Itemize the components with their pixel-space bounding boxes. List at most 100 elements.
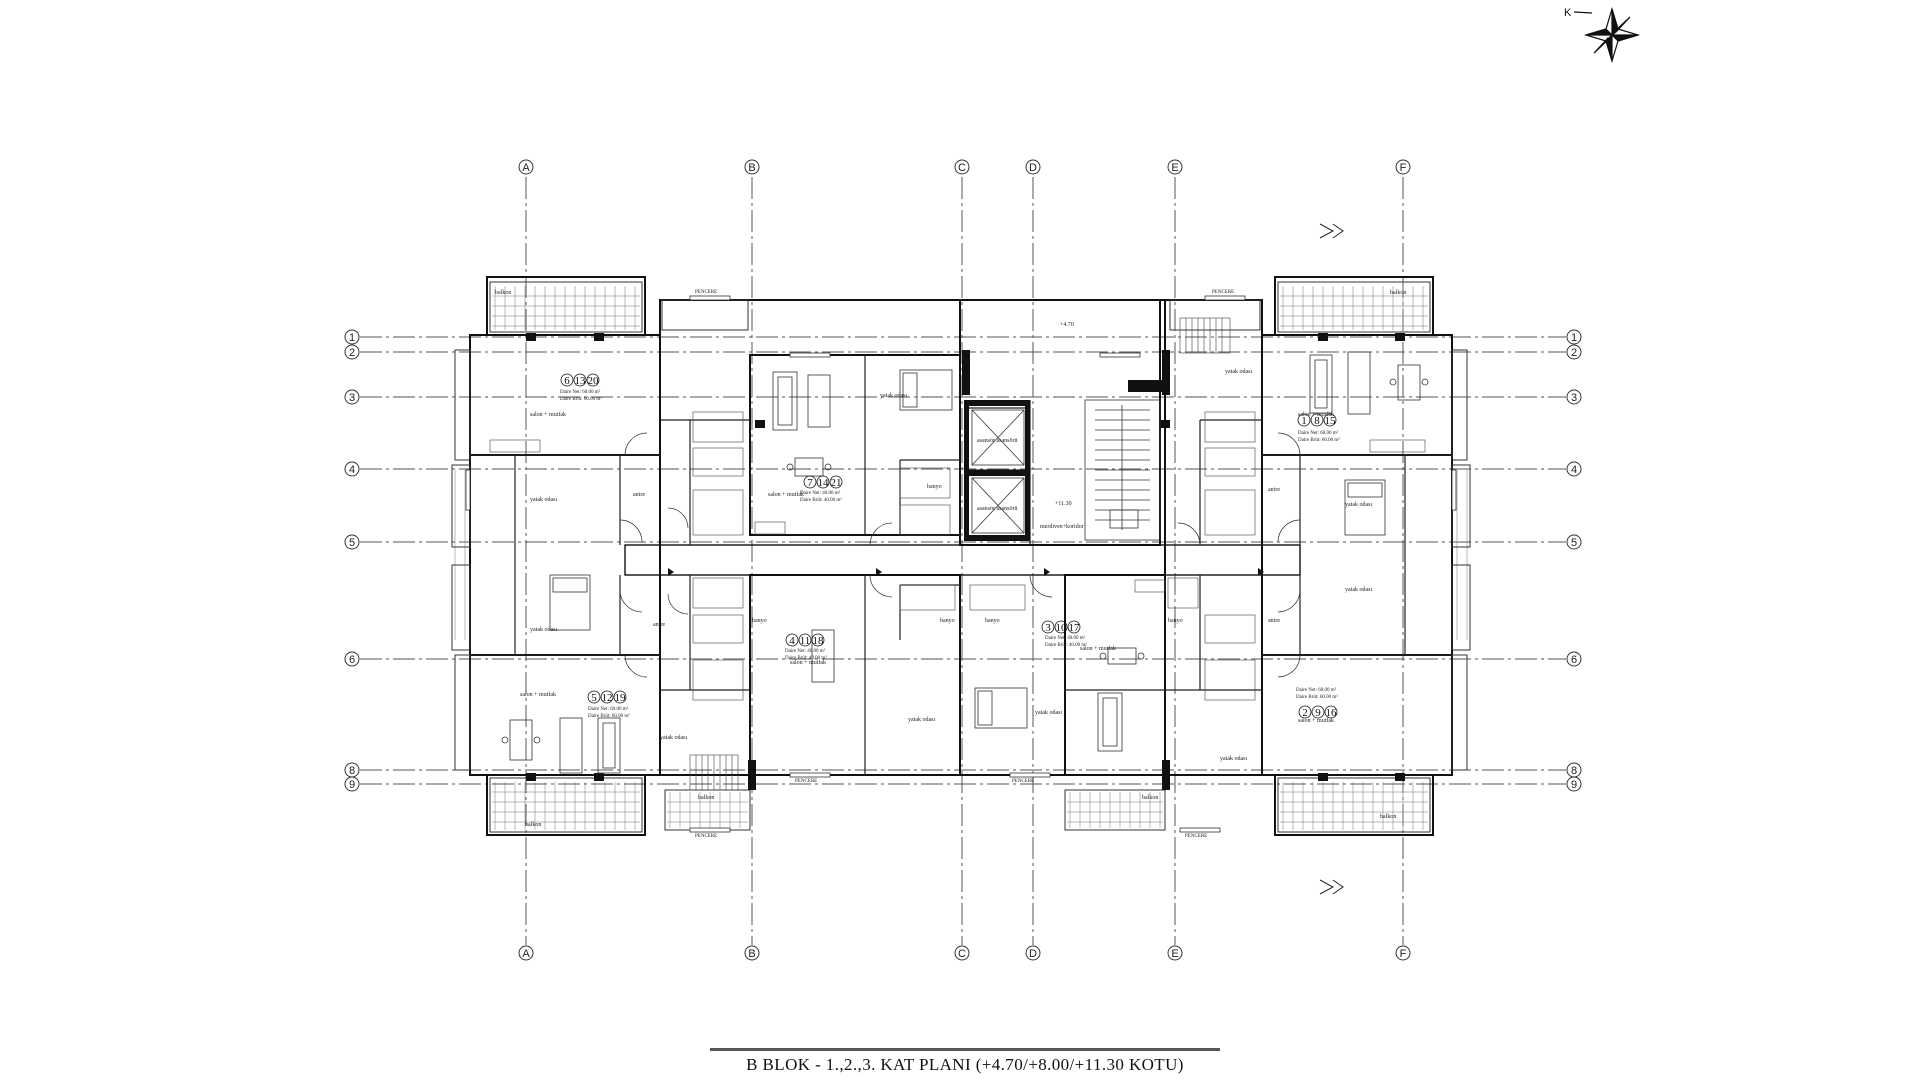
svg-text:E: E <box>1171 162 1178 174</box>
svg-text:Daire Brüt: 40.00 m²: Daire Brüt: 40.00 m² <box>800 497 842 503</box>
svg-text:Daire Net: 60.00 m²: Daire Net: 60.00 m² <box>560 389 601 395</box>
svg-text:balkon: balkon <box>495 290 511 296</box>
unit-5-12-19: 5 12 19 Daire Net: 60.00 m² Daire Brüt: … <box>587 690 630 719</box>
svg-text:8: 8 <box>349 765 355 777</box>
svg-text:C: C <box>958 948 966 960</box>
svg-text:yatak odası: yatak odası <box>1345 587 1372 593</box>
svg-text:4: 4 <box>349 464 355 476</box>
svg-text:salon + mutfak: salon + mutfak <box>1080 645 1116 652</box>
svg-text:4: 4 <box>789 635 795 647</box>
svg-text:5: 5 <box>349 537 355 549</box>
svg-text:Daire Net: 40.00 m²: Daire Net: 40.00 m² <box>1045 635 1086 641</box>
svg-text:Daire Brüt: 60.00 m²: Daire Brüt: 60.00 m² <box>588 713 630 719</box>
svg-text:antre: antre <box>1268 618 1280 624</box>
drawing-title: B BLOK - 1.,2.,3. KAT PLANI (+4.70/+8.00… <box>710 1048 1220 1075</box>
svg-text:PENCERE: PENCERE <box>695 834 717 839</box>
svg-text:2: 2 <box>1571 347 1577 359</box>
svg-text:PENCERE: PENCERE <box>1212 290 1234 295</box>
svg-text:16: 16 <box>1326 707 1338 719</box>
grid-bubbles-right: 1 2 3 4 5 6 8 9 <box>1566 329 1582 792</box>
svg-text:D: D <box>1029 948 1037 960</box>
svg-text:yatak odası: yatak odası <box>880 393 907 399</box>
balcony-hatch <box>454 286 1468 830</box>
grid-bubbles-top: A B C D E F <box>518 159 1411 175</box>
svg-text:yatak odası: yatak odası <box>908 717 935 723</box>
north-arrow-icon: K <box>1564 6 1641 64</box>
svg-text:PENCERE: PENCERE <box>795 779 817 784</box>
svg-text:7: 7 <box>807 477 813 489</box>
svg-text:balkon: balkon <box>1390 290 1406 296</box>
svg-text:salon + mutfak: salon + mutfak <box>790 659 826 666</box>
svg-text:2: 2 <box>349 347 355 359</box>
staircase <box>1084 399 1161 541</box>
fixtures <box>489 411 1426 701</box>
svg-text:E: E <box>1171 948 1178 960</box>
svg-text:6: 6 <box>1571 654 1577 666</box>
svg-text:18: 18 <box>813 635 825 647</box>
svg-text:banyo: banyo <box>752 618 767 624</box>
svg-text:4: 4 <box>1571 464 1577 476</box>
svg-text:B: B <box>748 162 755 174</box>
section-mark-bottom <box>1319 879 1344 895</box>
structural-columns <box>526 333 1405 790</box>
svg-text:salon + mutfak: salon + mutfak <box>520 691 556 698</box>
svg-text:Daire Brüt: 60.00 m²: Daire Brüt: 60.00 m² <box>560 396 602 402</box>
svg-text:1: 1 <box>1301 415 1307 427</box>
corridor-arrows <box>668 568 1264 576</box>
svg-text:5: 5 <box>591 692 597 704</box>
svg-text:antre: antre <box>633 492 645 498</box>
svg-text:1: 1 <box>349 332 355 344</box>
svg-text:C: C <box>958 162 966 174</box>
svg-text:balkon: balkon <box>1142 795 1158 801</box>
unit-3-10-17: 3 10 17 Daire Net: 40.00 m² Daire Brüt: … <box>1041 620 1087 648</box>
svg-text:5: 5 <box>1571 537 1577 549</box>
svg-text:B: B <box>748 948 755 960</box>
furniture <box>501 351 1429 774</box>
grid-lines-vertical <box>525 177 1404 945</box>
svg-text:merdiven+koridor: merdiven+koridor <box>1040 524 1084 530</box>
svg-text:6: 6 <box>349 654 355 666</box>
grid-bubbles-bottom: A B C D E F <box>518 945 1411 961</box>
svg-text:9: 9 <box>1571 779 1577 791</box>
svg-text:salon + mutfak: salon + mutfak <box>530 411 566 418</box>
svg-text:3: 3 <box>1045 622 1051 634</box>
svg-text:banyo: banyo <box>985 618 1000 624</box>
door-swings <box>619 432 1301 678</box>
outer-walls <box>469 276 1453 836</box>
svg-text:balkon: balkon <box>525 822 541 828</box>
svg-text:balkon: balkon <box>698 795 714 801</box>
svg-text:salon + mutfak: salon + mutfak <box>1298 717 1334 724</box>
svg-text:14: 14 <box>818 477 830 489</box>
svg-text:asansör asansörü: asansör asansörü <box>977 506 1018 512</box>
svg-text:K: K <box>1564 7 1572 19</box>
svg-text:Daire Brüt: 40.00 m²: Daire Brüt: 40.00 m² <box>785 655 827 661</box>
svg-text:A: A <box>522 162 530 174</box>
svg-text:8: 8 <box>1571 765 1577 777</box>
svg-text:21: 21 <box>831 477 842 489</box>
svg-text:F: F <box>1400 948 1407 960</box>
svg-text:10: 10 <box>1056 622 1068 634</box>
svg-text:6: 6 <box>564 375 570 387</box>
svg-text:Daire Net: 60.00 m²: Daire Net: 60.00 m² <box>588 706 629 712</box>
svg-text:12: 12 <box>602 692 613 704</box>
svg-text:banyo: banyo <box>1168 618 1183 624</box>
svg-text:yatak odası: yatak odası <box>530 627 557 633</box>
svg-text:yatak odası: yatak odası <box>1345 502 1372 508</box>
svg-text:19: 19 <box>615 692 627 704</box>
svg-text:balkon: balkon <box>1380 814 1396 820</box>
svg-text:D: D <box>1029 162 1037 174</box>
svg-text:antre: antre <box>653 622 665 628</box>
unit-6-13-20: 6 13 20 Daire Net: 60.00 m² Daire Brüt: … <box>560 373 602 402</box>
svg-text:13: 13 <box>575 375 587 387</box>
svg-text:yatak odası: yatak odası <box>530 497 557 503</box>
svg-text:+4.70: +4.70 <box>1060 322 1074 328</box>
svg-text:antre: antre <box>1268 487 1280 493</box>
svg-text:Daire Brüt: 60.00 m²: Daire Brüt: 60.00 m² <box>1296 694 1338 700</box>
svg-text:yatak odası: yatak odası <box>1225 369 1252 375</box>
elevators <box>971 409 1025 534</box>
unit-4-11-18: 4 11 18 Daire Net: 40.00 m² Daire Brüt: … <box>785 633 827 661</box>
svg-text:banyo: banyo <box>927 484 942 490</box>
section-mark-top <box>1319 223 1344 239</box>
side-loggias <box>451 349 1471 771</box>
